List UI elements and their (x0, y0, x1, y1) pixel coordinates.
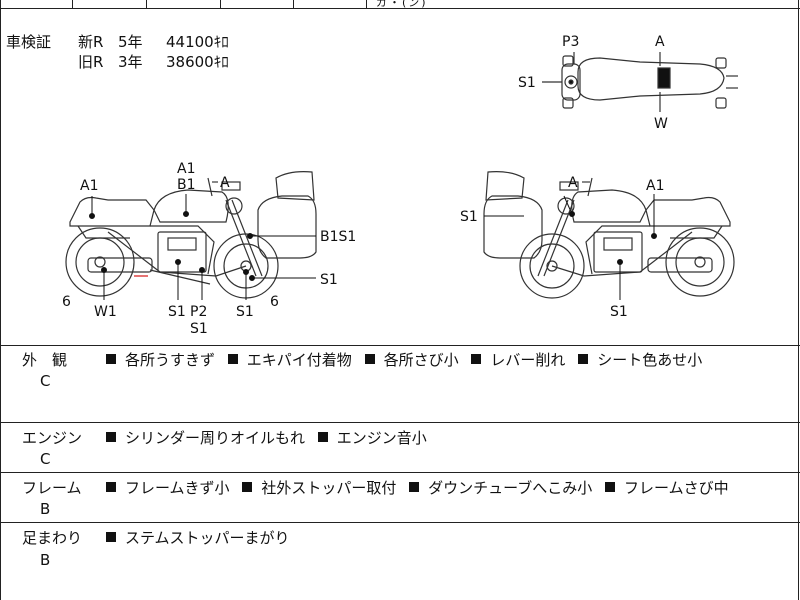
section-grade: C (40, 450, 51, 468)
label-left-s1-b: S1 (190, 321, 208, 337)
inspection-label: 車検証 (6, 33, 52, 51)
label-right-s1-left: S1 (460, 209, 478, 225)
bullet-square-icon (106, 432, 116, 442)
note-item: フレームさび中 (605, 477, 729, 498)
motorcycle-left-view (65, 171, 317, 299)
section-notes: シリンダー周りオイルもれ エンジン音小 (106, 427, 435, 448)
inspection-row-new: 新R 5年 44100ｷﾛ (78, 32, 229, 52)
inspection-type: 新R (78, 33, 104, 51)
label-top-w: W (654, 116, 668, 132)
label-left-b1-top: B1 (177, 177, 196, 193)
top-cell-divider (366, 0, 367, 8)
inspection-row-old: 旧R 3年 38600ｷﾛ (78, 52, 229, 72)
label-left-s1-a: S1 (168, 304, 186, 320)
bullet-square-icon (409, 482, 420, 492)
section-grade: B (40, 500, 51, 518)
inspection-years: 5年 (118, 33, 143, 51)
label-left-a1: A1 (80, 178, 98, 194)
note-item: ステムストッパーまがり (106, 527, 290, 548)
section-notes: 各所うすきず エキパイ付着物 各所さび小 レバー削れ シート色あせ小 (106, 349, 710, 370)
inspection-type: 旧R (78, 53, 104, 71)
motorcycle-right-view (483, 171, 735, 299)
bullet-square-icon (364, 354, 375, 364)
note-item: 各所うすきず (106, 349, 215, 370)
note-item: エキパイ付着物 (227, 349, 352, 370)
note-item: シリンダー周りオイルもれ (106, 427, 305, 448)
bullet-square-icon (317, 432, 328, 442)
section-divider (0, 422, 800, 423)
note-item: エンジン音小 (317, 427, 427, 448)
section-divider (0, 345, 800, 346)
note-item: レバー削れ (471, 349, 565, 370)
bullet-square-icon (471, 354, 482, 364)
motorcycle-top-view (542, 52, 738, 112)
bullet-square-icon (578, 354, 589, 364)
inspection-value: 38600ｷﾛ (166, 53, 229, 71)
bullet-square-icon (106, 482, 116, 492)
label-right-a: A (568, 175, 578, 191)
note-item: シート色あせ小 (578, 349, 702, 370)
top-cell-divider (220, 0, 221, 8)
label-left-6-left: 6 (62, 294, 71, 310)
label-left-6-right: 6 (270, 294, 279, 310)
top-cell-divider (146, 0, 147, 8)
label-right-a1: A1 (646, 178, 664, 194)
section-grade: B (40, 551, 51, 569)
motorcycle-damage-diagram: P3 A S1 W A1 B1 A A1 B1S1 S1 6 W1 S1 P2 … (62, 34, 738, 337)
label-top-p3: P3 (562, 34, 579, 50)
section-name: フレーム (22, 479, 82, 497)
section-name: エンジン (22, 429, 83, 447)
label-left-a: A (220, 175, 230, 191)
bullet-square-icon (242, 482, 253, 492)
label-left-s1-c: S1 (236, 304, 254, 320)
bullet-square-icon (227, 354, 238, 364)
label-top-a: A (655, 34, 665, 50)
section-name: 外 観 (22, 351, 68, 369)
label-left-w1: W1 (94, 304, 117, 320)
section-divider (0, 472, 800, 473)
section-divider (0, 522, 800, 523)
label-top-s1: S1 (518, 75, 536, 91)
top-strip-text: ガ・(ン) (376, 0, 428, 9)
label-left-a1-top: A1 (177, 161, 195, 177)
section-grade: C (40, 372, 51, 390)
inspection-value: 44100ｷﾛ (166, 33, 229, 51)
bullet-square-icon (106, 354, 116, 364)
note-item: ダウンチューブへこみ小 (409, 477, 592, 498)
note-item: 各所さび小 (364, 349, 459, 370)
top-cell-divider (72, 0, 73, 8)
label-left-b1s1: B1S1 (320, 229, 356, 245)
top-table-strip: ガ・(ン) (0, 0, 800, 9)
bullet-square-icon (605, 482, 616, 492)
bullet-square-icon (106, 532, 116, 542)
inspection-years: 3年 (118, 53, 143, 71)
note-item: 社外ストッパー取付 (242, 477, 396, 498)
label-left-p2: P2 (190, 304, 207, 320)
section-notes: フレームきず小 社外ストッパー取付 ダウンチューブへこみ小 フレームさび中 (106, 477, 737, 498)
label-left-s1-right: S1 (320, 272, 338, 288)
top-cell-divider (293, 0, 294, 8)
label-right-s1-bottom: S1 (610, 304, 628, 320)
note-item: フレームきず小 (106, 477, 230, 498)
section-notes: ステムストッパーまがり (106, 527, 298, 548)
section-name: 足まわり (22, 529, 83, 547)
